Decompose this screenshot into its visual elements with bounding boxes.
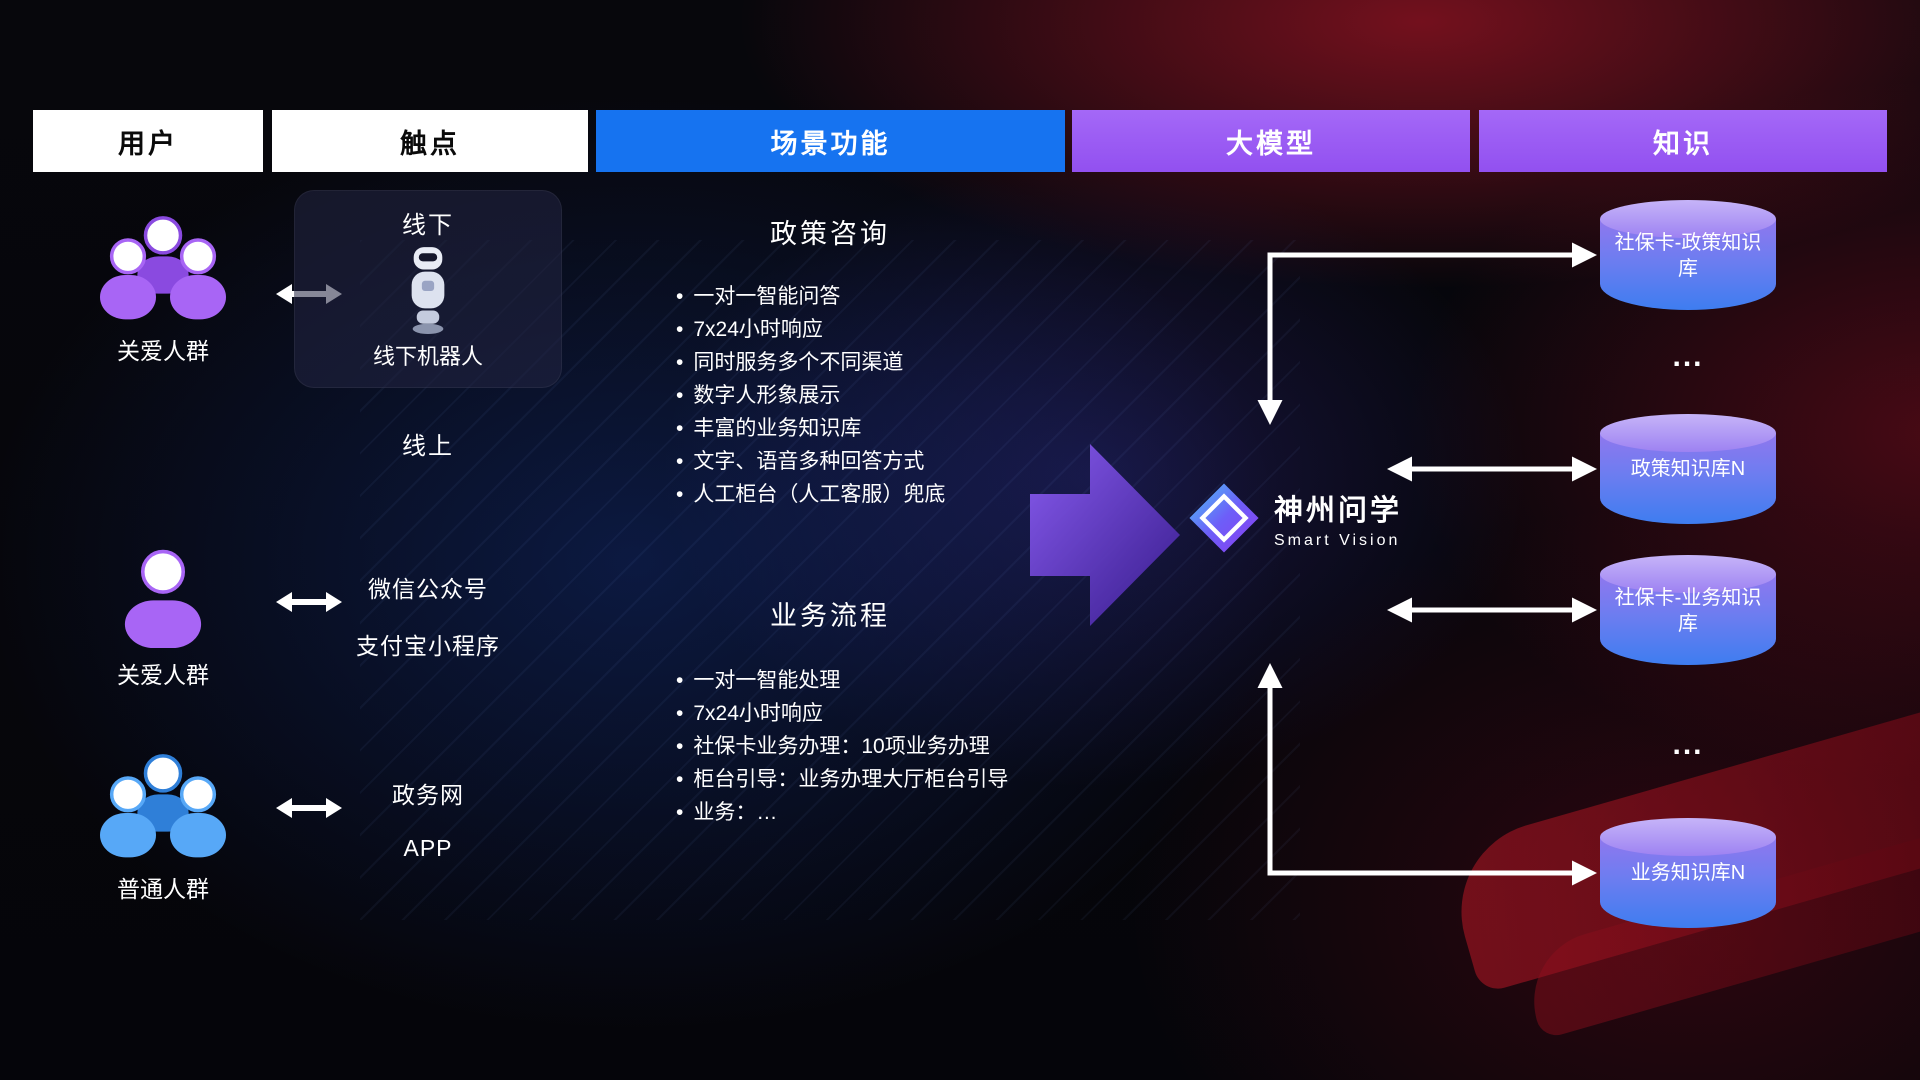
elbow-arrow-to-db4 xyxy=(1257,663,1597,886)
header-scene: 场景功能 xyxy=(596,110,1065,172)
user-person-purple-icon xyxy=(124,549,202,648)
model-knowledge-arrows xyxy=(1257,242,1597,886)
scene-bullet: 社保卡业务办理：10项业务办理 xyxy=(676,730,1096,763)
header-model: 大模型 xyxy=(1072,110,1470,172)
knowledge-ellipsis-1: ... xyxy=(1672,340,1704,373)
model-subtitle: Smart Vision xyxy=(1274,531,1401,549)
touchpoint-alipay: 支付宝小程序 xyxy=(356,633,500,659)
scene-title-business: 业务流程 xyxy=(770,601,890,631)
scene-bullet: 7x24小时响应 xyxy=(676,697,1096,730)
scene-bullet: 丰富的业务知识库 xyxy=(676,412,1096,445)
touchpoint-gov-web: 政务网 xyxy=(392,782,464,808)
scene-bullet: 一对一智能问答 xyxy=(676,280,1096,313)
users-group-purple-icon xyxy=(100,216,226,320)
users-group-blue-icon xyxy=(100,754,226,858)
scene-bullet: 柜台引导：业务办理大厅柜台引导 xyxy=(676,763,1096,796)
cylinder-top xyxy=(1600,555,1776,593)
scene-bullet: 数字人形象展示 xyxy=(676,379,1096,412)
knowledge-db-business-n: 业务知识库N xyxy=(1600,818,1776,928)
diamond-logo-icon xyxy=(1189,483,1259,553)
knowledge-db-policy-shebao: 社保卡-政策知识库 xyxy=(1600,200,1776,310)
offline-robot-label: 线下机器人 xyxy=(372,344,483,369)
cylinder-top xyxy=(1600,414,1776,452)
user-group-care-2: 关爱人群 xyxy=(78,548,248,690)
knowledge-db-business-shebao: 社保卡-业务知识库 xyxy=(1600,555,1776,665)
model-name: 神州问学 xyxy=(1274,494,1403,527)
touchpoint-app: APP xyxy=(403,835,453,861)
user-group-label: 关爱人群 xyxy=(117,662,209,688)
scene-policy-bullets: 一对一智能问答 7x24小时响应 同时服务多个不同渠道 数字人形象展示 丰富的业… xyxy=(676,280,1096,511)
double-arrow-icon xyxy=(276,798,342,818)
knowledge-db-label: 社保卡-政策知识库 xyxy=(1614,232,1762,280)
model-logo: 神州问学 Smart Vision xyxy=(1188,482,1402,554)
knowledge-db-label: 社保卡-业务知识库 xyxy=(1614,587,1762,635)
cylinder-top xyxy=(1600,200,1776,238)
scene-business-bullets: 一对一智能处理 7x24小时响应 社保卡业务办理：10项业务办理 柜台引导：业务… xyxy=(676,664,1096,829)
knowledge-ellipsis-2: ... xyxy=(1672,728,1704,761)
user-group-care-1: 关爱人群 xyxy=(78,212,248,366)
user-group-label: 普通人群 xyxy=(117,876,209,902)
robot-icon xyxy=(411,246,445,334)
online-title: 线上 xyxy=(402,433,454,460)
scene-bullet: 一对一智能处理 xyxy=(676,664,1096,697)
offline-title: 线下 xyxy=(402,212,454,239)
scene-bullet: 文字、语音多种回答方式 xyxy=(676,445,1096,478)
scene-bullet: 业务：… xyxy=(676,796,1096,829)
model-logo-text: 神州问学 Smart Vision xyxy=(1274,487,1402,550)
scene-bullet: 同时服务多个不同渠道 xyxy=(676,346,1096,379)
scene-bullet: 人工柜台（人工客服）兜底 xyxy=(676,478,1096,511)
scene-title-policy: 政策咨询 xyxy=(770,219,890,249)
header-users: 用户 xyxy=(33,110,263,172)
knowledge-db-label: 业务知识库N xyxy=(1630,862,1746,884)
user-group-ordinary: 普通人群 xyxy=(78,750,248,904)
elbow-arrow-to-db1 xyxy=(1257,242,1597,425)
header-touchpoints: 触点 xyxy=(272,110,588,172)
cylinder-top xyxy=(1600,818,1776,856)
big-arrow-icon xyxy=(1030,444,1180,626)
header-knowledge: 知识 xyxy=(1479,110,1887,172)
offline-touchpoint-card: 线下 线下机器人 xyxy=(294,190,562,388)
user-group-label: 关爱人群 xyxy=(117,338,209,364)
knowledge-db-policy-n: 政策知识库N xyxy=(1600,414,1776,524)
double-arrow-icon xyxy=(276,592,342,612)
touchpoint-wechat: 微信公众号 xyxy=(368,576,488,602)
knowledge-db-label: 政策知识库N xyxy=(1630,458,1746,480)
scene-bullet: 7x24小时响应 xyxy=(676,313,1096,346)
